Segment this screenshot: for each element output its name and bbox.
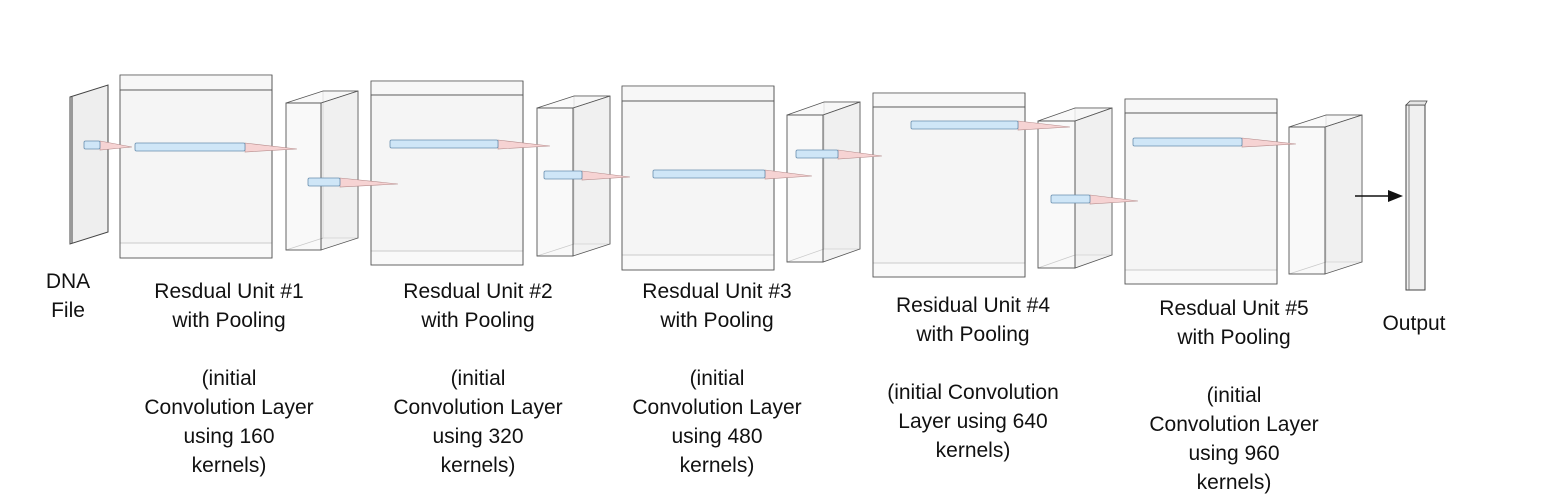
- arrow-head: [1388, 190, 1403, 202]
- unit5-pool-box: [1288, 114, 1363, 275]
- unit3-pool-box: [786, 101, 861, 263]
- kernel-pool1: [307, 177, 399, 188]
- unit3-pool-box-edge: [786, 248, 825, 263]
- unit3-conv-box-top: [621, 85, 775, 102]
- unit5-pool-box-front: [1288, 126, 1326, 275]
- unit5-pool-box-side: [1324, 114, 1363, 275]
- unit4-pool-box-front: [1037, 120, 1076, 269]
- kernel-pool3: [795, 149, 883, 160]
- kernel-pool4: [1050, 194, 1139, 205]
- unit3-title: Resdual Unit #3 with Pooling: [642, 280, 792, 332]
- kernel-unit2: [389, 139, 551, 150]
- unit2-conv-box-front: [370, 94, 524, 266]
- unit5-pool-box-edge: [1288, 261, 1327, 275]
- unit4-conv-box-top: [872, 92, 1026, 108]
- dna-file-plate-face: [69, 84, 109, 245]
- unit4-pool-box: [1037, 107, 1113, 269]
- unit2-detail: (initial Convolution Layer using 320 ker…: [393, 367, 563, 477]
- unit5-title: Resdual Unit #5 with Pooling: [1159, 297, 1309, 349]
- unit4-title: Residual Unit #4 with Pooling: [895, 294, 1051, 346]
- output-slab-top: [1405, 100, 1428, 106]
- unit1-pool-box: [285, 90, 359, 251]
- unit1-pool-box-side: [320, 90, 359, 251]
- unit2-conv-box: [370, 80, 524, 266]
- kernel-unit4: [910, 120, 1071, 131]
- kernel-pool2: [543, 170, 631, 181]
- kernel-pool4-bar: [1050, 194, 1091, 204]
- unit2-title: Resdual Unit #2 with Pooling: [403, 280, 553, 332]
- kernel-connectors: [83, 120, 1297, 205]
- unit1-conv-box-top: [119, 74, 273, 91]
- kernel-input-bar: [83, 140, 101, 150]
- kernel-pool3-bar: [795, 149, 839, 159]
- unit2-pool-box: [536, 95, 611, 257]
- unit5-conv-box-top: [1124, 98, 1278, 114]
- unit2-pool-box-edge: [536, 243, 575, 257]
- unit5-conv-box: [1124, 98, 1278, 285]
- unit4-pool-box-edge: [1037, 254, 1076, 269]
- unit1-conv-box: [119, 74, 273, 259]
- unit4-detail: (initial Convolution Layer using 640 ker…: [887, 381, 1059, 462]
- output-label: Output: [1382, 312, 1446, 335]
- layer-boxes: [69, 74, 1428, 291]
- unit4-conv-box-front: [872, 106, 1026, 278]
- kernel-unit3-bar: [652, 169, 766, 179]
- unit2-pool-box-front: [536, 107, 574, 257]
- dna-file-label: DNA File: [45, 270, 91, 322]
- output-slab: [1405, 100, 1428, 291]
- kernel-unit1-bar: [134, 142, 246, 152]
- kernel-unit4-bar: [910, 120, 1019, 130]
- unit1-detail: (initial Convolution Layer using 160 ker…: [144, 367, 314, 477]
- unit2-conv-box-top: [370, 80, 524, 96]
- unit1-conv-box-back: [119, 74, 273, 244]
- unit5-conv-box-back: [1124, 98, 1278, 271]
- kernel-unit5: [1132, 137, 1297, 148]
- kernel-unit1: [134, 142, 298, 153]
- unit3-detail: (initial Convolution Layer using 480 ker…: [632, 367, 802, 477]
- unit1-pool-box-front: [285, 102, 322, 251]
- unit1-pool-box-edge: [285, 237, 324, 251]
- kernel-pool1-bar: [307, 177, 341, 187]
- unit1-title: Resdual Unit #1 with Pooling: [154, 280, 304, 332]
- dna-file-plate: [69, 84, 109, 245]
- kernel-pool2-bar: [543, 170, 583, 180]
- unit3-pool-box-front: [786, 114, 824, 263]
- kernel-unit3: [652, 169, 813, 180]
- kernel-input: [83, 140, 133, 151]
- unit5-detail: (initial Convolution Layer using 960 ker…: [1149, 384, 1319, 494]
- output-arrow: [1355, 190, 1403, 202]
- unit3-conv-box-front: [621, 100, 775, 271]
- unit2-conv-box-back: [370, 80, 524, 252]
- unit3-pool-box-side: [822, 101, 861, 263]
- unit4-pool-box-side: [1074, 107, 1113, 269]
- unit1-conv-box-front: [119, 89, 273, 259]
- kernel-unit5-bar: [1132, 137, 1243, 147]
- kernel-unit2-bar: [389, 139, 499, 149]
